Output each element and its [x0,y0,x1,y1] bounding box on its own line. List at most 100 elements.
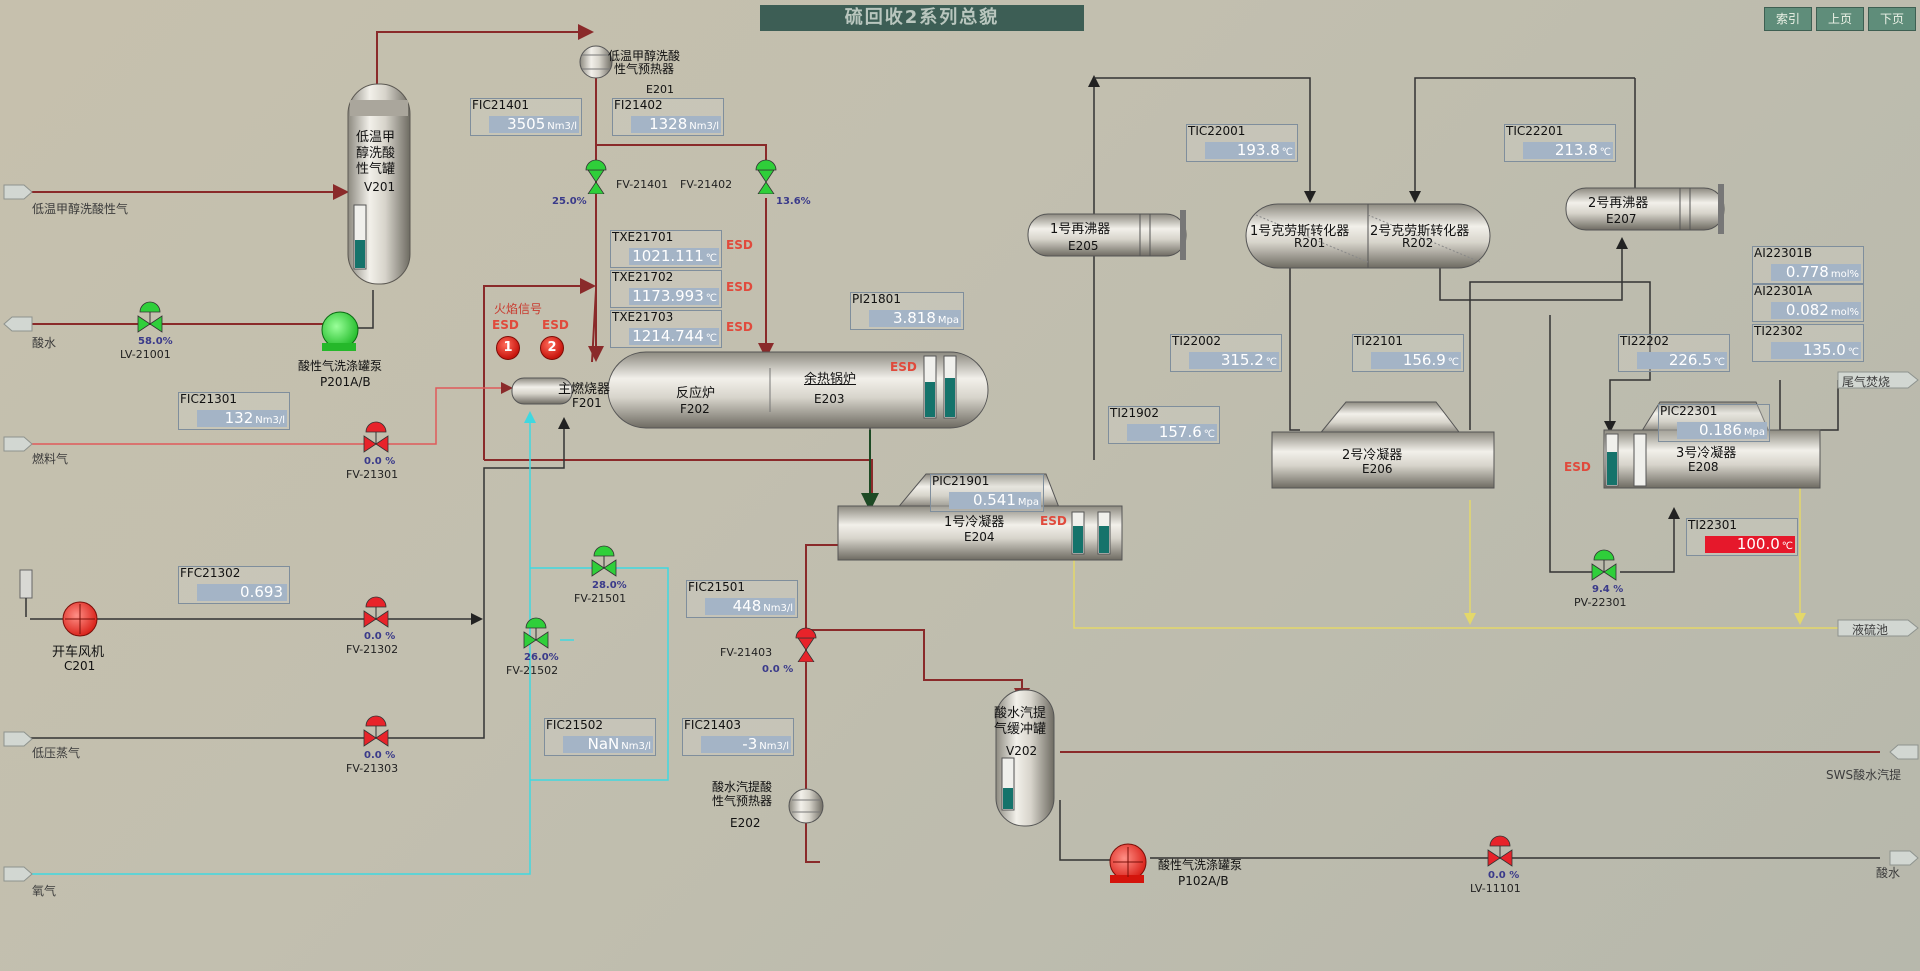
stream-label-oxygen: 氧气 [32,884,57,898]
tag-box-ti22002[interactable]: TI22002 315.2℃ [1170,334,1282,372]
tag-unit: Nm3/l [763,603,793,614]
e203-name: 余热锅炉 [804,372,857,387]
tag-value: 226.5℃ [1637,352,1727,369]
tag-value-text: 315.2 [1220,351,1264,369]
tag-value-text: 1021.111 [632,247,704,265]
valve-fv21302[interactable] [362,595,390,631]
tag-value-text: 0.186 [1698,421,1742,439]
p102-name: 酸性气洗涤罐泵 [1158,858,1243,872]
tag-value-text: 132 [224,409,254,427]
stream-label-tail-gas: 尾气焚烧 [1842,375,1891,389]
valve-tag-fv21402: FV-21402 [680,178,733,191]
v201-tag: V201 [364,180,396,194]
valve-fv21501[interactable] [590,544,618,580]
valve-fv21502[interactable] [522,616,550,652]
esd-e203: ESD [890,360,917,374]
v202-name: 酸水汽提 气缓冲罐 [994,706,1047,737]
tag-value-text: 157.6 [1158,423,1202,441]
tag-unit: Nm3/l [255,415,285,426]
valve-fv21401[interactable] [582,158,610,195]
tag-value-text: 100.0 [1736,535,1780,553]
valve-position-fv21401: 25.0% [552,196,587,207]
valve-fv21403[interactable] [792,626,820,663]
index-button[interactable]: 索引 [1764,7,1812,31]
valve-fv21402[interactable] [752,158,780,195]
stream-label-sws: SWS酸水汽提 [1826,768,1902,782]
flame-led-2[interactable]: 2 [540,336,564,360]
tag-unit: Nm3/l [547,121,577,132]
tag-box-ti21902[interactable]: TI21902 157.6℃ [1108,406,1220,444]
valve-position-fv21301: 0.0 % [364,456,396,467]
valve-icon [523,617,549,649]
flame-led-1[interactable]: 1 [496,336,520,360]
tag-value: 213.8℃ [1523,142,1613,159]
outlet-arrow-sour-water [3,316,33,332]
tag-unit: Mpa [1017,497,1039,508]
stream-label-fuel-gas: 燃料气 [32,452,69,466]
tag-name: TI21902 [1110,406,1160,420]
tag-value-text: 0.778 [1785,263,1829,281]
valve-icon [585,159,607,195]
tag-unit: ℃ [1203,429,1215,440]
prev-page-button[interactable]: 上页 [1816,7,1864,31]
tag-name: FIC21403 [684,718,741,732]
p102-tag: P102A/B [1178,874,1229,888]
tag-name: FIC21301 [180,392,237,406]
tag-value: 315.2℃ [1189,352,1279,369]
e207-name: 2号再沸器 [1588,196,1649,211]
e203-tag: E203 [814,392,845,406]
esd-txe21701: ESD [726,238,753,252]
r202-name: 2号克劳斯转化器 [1370,224,1470,239]
tag-name: TI22002 [1172,334,1222,348]
e207-tag: E207 [1606,212,1637,226]
valve-lv11101[interactable] [1486,834,1514,870]
stream-label-liquid-sulfur: 液硫池 [1852,623,1889,637]
valve-fv21303[interactable] [362,714,390,750]
valve-pv22301[interactable] [1590,548,1618,584]
tag-name: TI22101 [1354,334,1404,348]
valve-icon [795,627,817,663]
tag-value-text: 193.8 [1236,141,1280,159]
v201-level-fill [355,240,365,268]
tag-value-text: 1173.993 [632,287,704,305]
valve-fv21301[interactable] [362,420,390,456]
valve-lv21001[interactable] [136,300,164,336]
tag-value-text: 3505 [507,115,546,133]
valve-position-lv11101: 0.0 % [1488,870,1520,881]
e205-tag: E205 [1068,239,1099,253]
tag-value-text: -3 [742,735,758,753]
valve-tag-fv21403: FV-21403 [720,646,773,659]
valve-icon [363,421,389,453]
tag-unit: ℃ [1265,357,1277,368]
tag-unit: mol% [1830,307,1859,318]
next-page-button[interactable]: 下页 [1868,7,1916,31]
tag-value-text: 448 [732,597,762,615]
valve-tag-fv21302: FV-21302 [346,643,399,656]
tag-unit: ℃ [1781,541,1793,552]
